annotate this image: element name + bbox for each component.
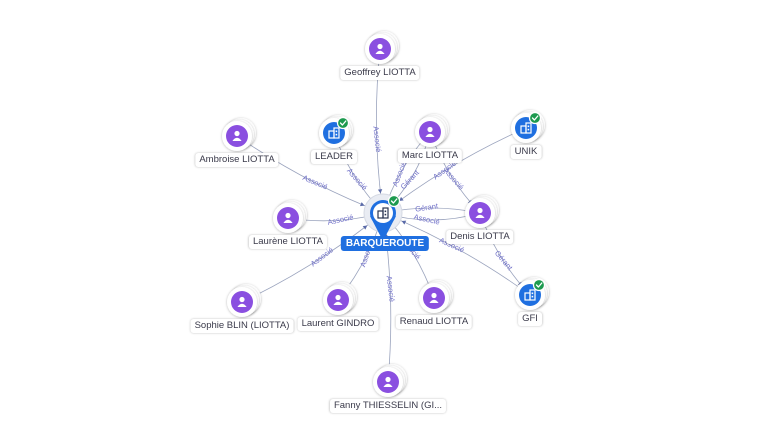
edge-arrow-icon xyxy=(359,202,365,207)
node-geoffrey[interactable] xyxy=(365,31,399,64)
building-icon xyxy=(328,127,340,139)
person-icon xyxy=(232,130,242,141)
person-icon xyxy=(425,126,435,137)
edge-arrow-icon xyxy=(377,189,383,194)
node-denis[interactable] xyxy=(465,195,499,228)
edge-arrow-icon xyxy=(362,225,368,230)
node-marc[interactable] xyxy=(415,114,449,147)
node-label-leader[interactable]: LEADER xyxy=(310,150,358,164)
node-ambroise[interactable] xyxy=(222,118,256,151)
node-laurent[interactable] xyxy=(323,282,357,315)
node-sophie[interactable] xyxy=(227,284,261,317)
building-icon xyxy=(524,289,536,301)
center-label[interactable]: BARQUEROUTE xyxy=(340,236,430,251)
edge-label: Associé xyxy=(385,275,397,302)
edge-label: Associé xyxy=(371,126,383,153)
building-icon xyxy=(520,122,532,134)
verified-check-icon xyxy=(532,278,546,292)
node-label-gfi[interactable]: GFI xyxy=(518,312,542,326)
building-icon xyxy=(377,207,389,219)
edge-label: Gérant xyxy=(493,249,515,273)
edge-label: Associé xyxy=(413,212,441,226)
node-label-sophie[interactable]: Sophie BLIN (LIOTTA) xyxy=(190,319,294,333)
edge-label: Associé xyxy=(301,173,329,191)
verified-check-icon xyxy=(336,116,350,130)
node-label-geoffrey[interactable]: Geoffrey LIOTTA xyxy=(340,66,420,80)
person-icon xyxy=(383,376,393,387)
node-label-unik[interactable]: UNIK xyxy=(510,145,542,159)
edge-gfi-center xyxy=(382,212,531,296)
node-renaud[interactable] xyxy=(419,280,453,313)
person-icon xyxy=(333,294,343,305)
node-center[interactable] xyxy=(363,193,403,241)
verified-check-icon xyxy=(528,111,542,125)
node-label-marc[interactable]: Marc LIOTTA xyxy=(397,149,463,163)
verified-check-icon xyxy=(387,194,401,208)
node-label-denis[interactable]: Denis LIOTTA xyxy=(446,230,514,244)
edge-label: Gérant xyxy=(415,201,440,214)
node-gfi[interactable] xyxy=(515,277,549,310)
node-unik[interactable] xyxy=(511,110,545,143)
person-icon xyxy=(429,292,439,303)
node-label-laurent[interactable]: Laurent GINDRO xyxy=(297,317,379,331)
node-label-laurene[interactable]: Laurène LIOTTA xyxy=(248,235,328,249)
edge-arrow-icon xyxy=(401,220,407,225)
edge-arrow-icon xyxy=(399,196,404,201)
edge-label: Associé xyxy=(345,166,369,192)
nodes-layer xyxy=(222,31,549,397)
person-icon xyxy=(237,296,247,307)
node-leader[interactable] xyxy=(319,115,353,148)
node-label-ambroise[interactable]: Ambroise LIOTTA xyxy=(195,153,279,167)
edge-label: Associé xyxy=(327,213,355,227)
person-icon xyxy=(475,207,485,218)
node-label-renaud[interactable]: Renaud LIOTTA xyxy=(395,315,473,329)
node-label-fanny[interactable]: Fanny THIESSELIN (GI... xyxy=(329,399,447,413)
node-laurene[interactable] xyxy=(273,200,307,233)
person-icon xyxy=(375,43,385,54)
person-icon xyxy=(283,212,293,223)
node-fanny[interactable] xyxy=(373,364,407,397)
